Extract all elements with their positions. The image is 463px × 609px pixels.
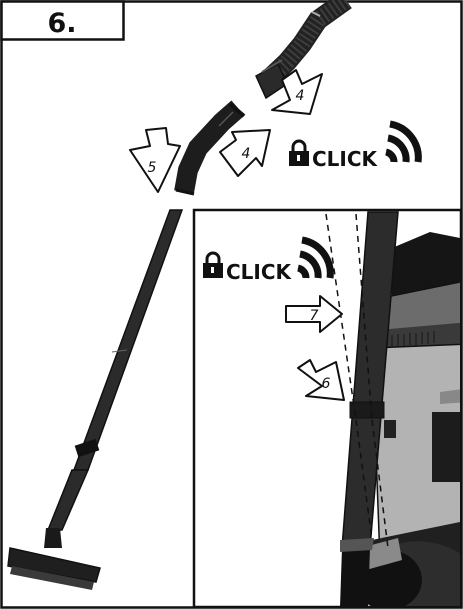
- arrow-5-number: 5: [148, 160, 157, 176]
- step-number: 6.: [47, 8, 76, 39]
- arrow-4a-number: 4: [296, 88, 305, 104]
- arrow-4b-number: 4: [242, 146, 251, 162]
- step-number-box: 6.: [2, 2, 124, 40]
- arrow-6-number: 6: [322, 376, 331, 392]
- click-label-top: CLICK: [312, 147, 379, 171]
- click-label-inset: CLICK: [226, 260, 293, 284]
- inset-bracket: [384, 420, 396, 438]
- arrow-7-number: 7: [310, 308, 319, 324]
